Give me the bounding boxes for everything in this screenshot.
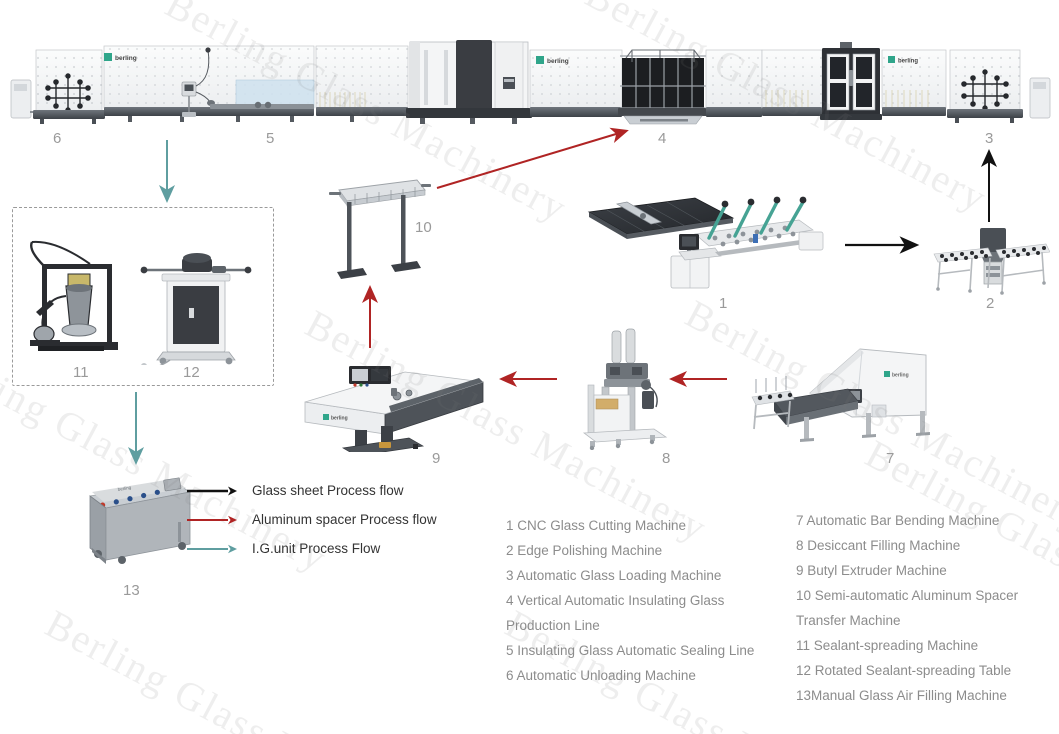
machine-8-illustration — [582, 328, 668, 450]
machine-7-bar-bending: berling — [751, 348, 930, 442]
machine-number-5: 5 — [266, 130, 275, 147]
machine-number-11: 11 — [73, 364, 89, 381]
machine-number-13: 13 — [123, 582, 140, 599]
key-item: 5 Insulating Glass Automatic Sealing Lin… — [506, 643, 755, 658]
machine-key-list-right: 7 Automatic Bar Bending Machine 8 Desicc… — [796, 508, 1018, 708]
arrow-right-teal-icon — [187, 544, 237, 553]
arrow-10-to-4 — [436, 127, 629, 189]
machine-2-illustration — [933, 228, 1050, 295]
machine-3-loading — [947, 49, 1051, 123]
svg-text:berling: berling — [898, 59, 918, 65]
key-item: 12 Rotated Sealant-spreading Table — [796, 663, 1012, 678]
arrow-right-red-icon — [187, 515, 237, 524]
sealant-equipment-group — [12, 207, 274, 386]
machine-12-rotated-table — [140, 253, 252, 365]
legend-row-ig-flow: I.G.unit Process Flow — [186, 536, 437, 561]
machine-number-2: 2 — [986, 295, 995, 312]
berling-logo: berling — [323, 414, 348, 422]
key-item: 4 Vertical Automatic Insulating Glass — [506, 593, 725, 608]
key-item: Production Line — [506, 618, 600, 633]
svg-text:berling: berling — [892, 373, 909, 379]
machine-7-illustration: berling — [751, 348, 930, 442]
key-item: 3 Automatic Glass Loading Machine — [506, 568, 722, 583]
machine-number-10: 10 — [415, 219, 432, 236]
berling-logo: berling — [104, 53, 137, 62]
legend-label-spacer-flow: Aluminum spacer Process flow — [252, 512, 437, 527]
key-item: 2 Edge Polishing Machine — [506, 543, 663, 558]
machine-10-transfer-gantry — [329, 179, 431, 279]
machine-1-illustration — [587, 196, 824, 289]
machine-1-cnc-cutting — [587, 196, 824, 289]
machine-key-list-left: 1 CNC Glass Cutting Machine 2 Edge Polis… — [506, 513, 754, 688]
key-item: 6 Automatic Unloading Machine — [506, 668, 696, 683]
machine-number-8: 8 — [662, 450, 671, 467]
svg-text:berling: berling — [115, 55, 137, 62]
machine-9-butyl-extruder: berling — [304, 366, 484, 452]
machine-4-vertical-ig-line: berling — [406, 40, 763, 125]
berling-logo: berling — [884, 371, 909, 379]
machine-number-9: 9 — [432, 450, 441, 467]
operator-console — [181, 47, 215, 117]
top-production-line-illustration: berling — [10, 40, 1051, 125]
machine-number-6: 6 — [53, 130, 62, 147]
machine-number-3: 3 — [985, 130, 994, 147]
key-item: 7 Automatic Bar Bending Machine — [796, 513, 1000, 528]
machine-5-sealing-line: berling — [103, 45, 315, 122]
svg-text:berling: berling — [547, 58, 569, 65]
legend-row-spacer-flow: Aluminum spacer Process flow — [186, 507, 437, 532]
key-item: 13Manual Glass Air Filling Machine — [796, 688, 1007, 703]
key-item: 8 Desiccant Filling Machine — [796, 538, 961, 553]
machine-number-12: 12 — [183, 364, 200, 381]
machine-13-air-filling: berling — [89, 477, 192, 564]
svg-text:berling: berling — [331, 416, 348, 422]
breaking-arms — [707, 196, 807, 240]
key-item: 11 Sealant-spreading Machine — [796, 638, 979, 653]
machine-2-edge-polishing — [933, 228, 1050, 295]
svg-text:berling: berling — [117, 485, 132, 492]
machine-13-illustration: berling — [89, 477, 192, 564]
press-cage — [618, 49, 708, 125]
machines-11-12-illustration — [30, 240, 252, 365]
berling-logo: berling — [888, 56, 918, 65]
machine-9-illustration: berling — [304, 366, 484, 452]
berling-logo: berling — [536, 56, 569, 65]
machine-8-desiccant-filling — [582, 328, 668, 450]
washer-cabinet — [820, 42, 882, 120]
key-item: 1 CNC Glass Cutting Machine — [506, 518, 687, 533]
machine-6-unloading — [10, 49, 105, 124]
legend-label-glass-flow: Glass sheet Process flow — [252, 483, 404, 498]
key-item: 10 Semi-automatic Aluminum Spacer — [796, 588, 1019, 603]
arrow-right-black-icon — [187, 486, 237, 495]
right-conveyor-section: berling — [761, 42, 947, 120]
machine-11-sealant-spreading — [30, 240, 118, 351]
press-section — [315, 45, 409, 122]
legend-row-glass-flow: Glass sheet Process flow — [186, 478, 437, 503]
legend-label-ig-flow: I.G.unit Process Flow — [252, 541, 381, 556]
machine-number-7: 7 — [886, 450, 895, 467]
machine-number-4: 4 — [658, 130, 667, 147]
flow-legend: Glass sheet Process flow Aluminum spacer… — [186, 478, 437, 565]
machine-number-1: 1 — [719, 295, 728, 312]
key-item: Transfer Machine — [796, 613, 901, 628]
machine-10-illustration — [329, 179, 431, 279]
key-item: 9 Butyl Extruder Machine — [796, 563, 947, 578]
